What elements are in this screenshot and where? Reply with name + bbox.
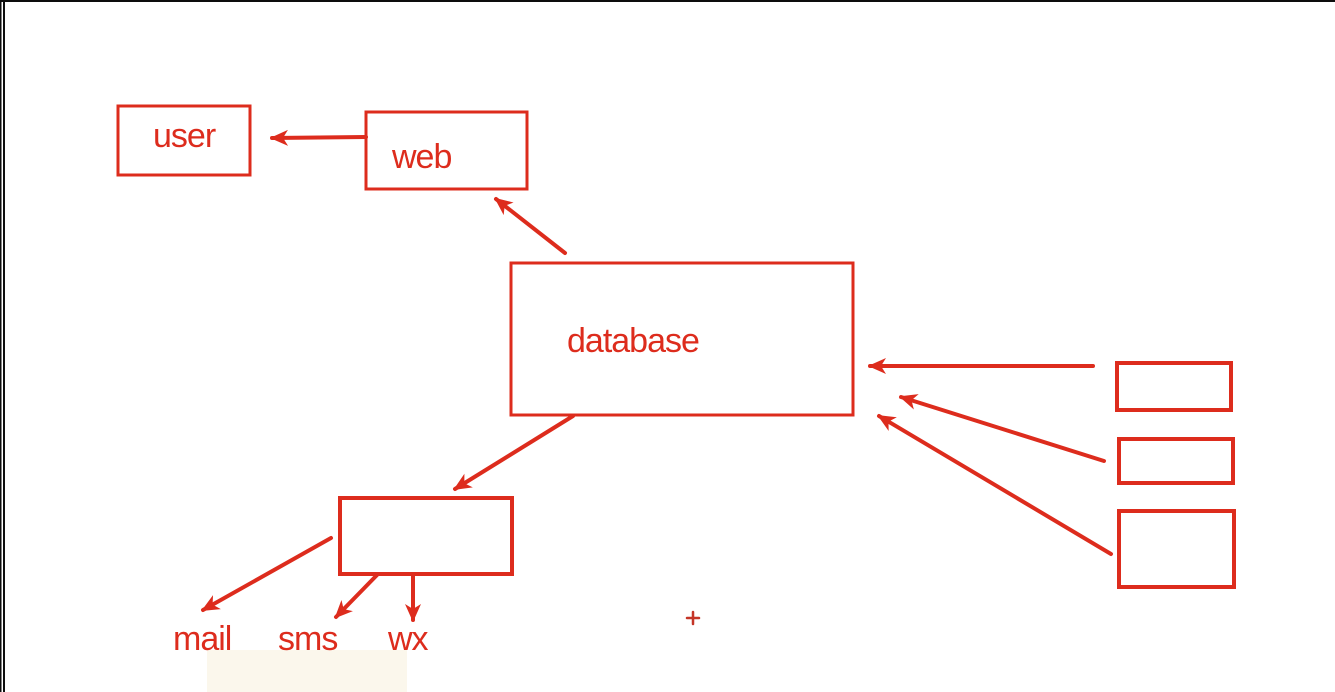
user-label: user — [153, 117, 216, 155]
source-box-3 — [1117, 509, 1236, 589]
arrow-database-to-notification — [453, 414, 575, 491]
user-box — [116, 104, 252, 177]
screen-edge-left-inner — [3, 0, 5, 692]
source-box-1 — [1115, 361, 1233, 412]
screen-edge-left-outer — [0, 0, 2, 692]
notification-box — [338, 496, 514, 576]
render-artifact — [207, 650, 407, 692]
database-label: database — [567, 322, 699, 360]
arrow-database-to-web — [494, 197, 567, 255]
crosshair-cursor-icon — [685, 610, 701, 626]
wx-label: wx — [387, 620, 429, 658]
sms-label: sms — [278, 620, 337, 658]
database-node: database — [509, 261, 855, 417]
web-box — [364, 110, 529, 191]
mail-label: mail — [173, 620, 231, 658]
database-box — [509, 261, 855, 417]
arrow-notification-to-mail — [201, 536, 333, 612]
arrow-notification-to-sms — [334, 573, 379, 619]
web-node: web — [364, 110, 529, 191]
arrow-source2-to-database — [899, 394, 1106, 463]
screen-edge-top — [0, 0, 1335, 2]
arrow-web-to-user — [270, 129, 368, 146]
source-box-2 — [1117, 437, 1235, 485]
web-label: web — [391, 138, 451, 176]
arrow-source3-to-database — [877, 414, 1113, 556]
user-node: user — [116, 104, 252, 177]
